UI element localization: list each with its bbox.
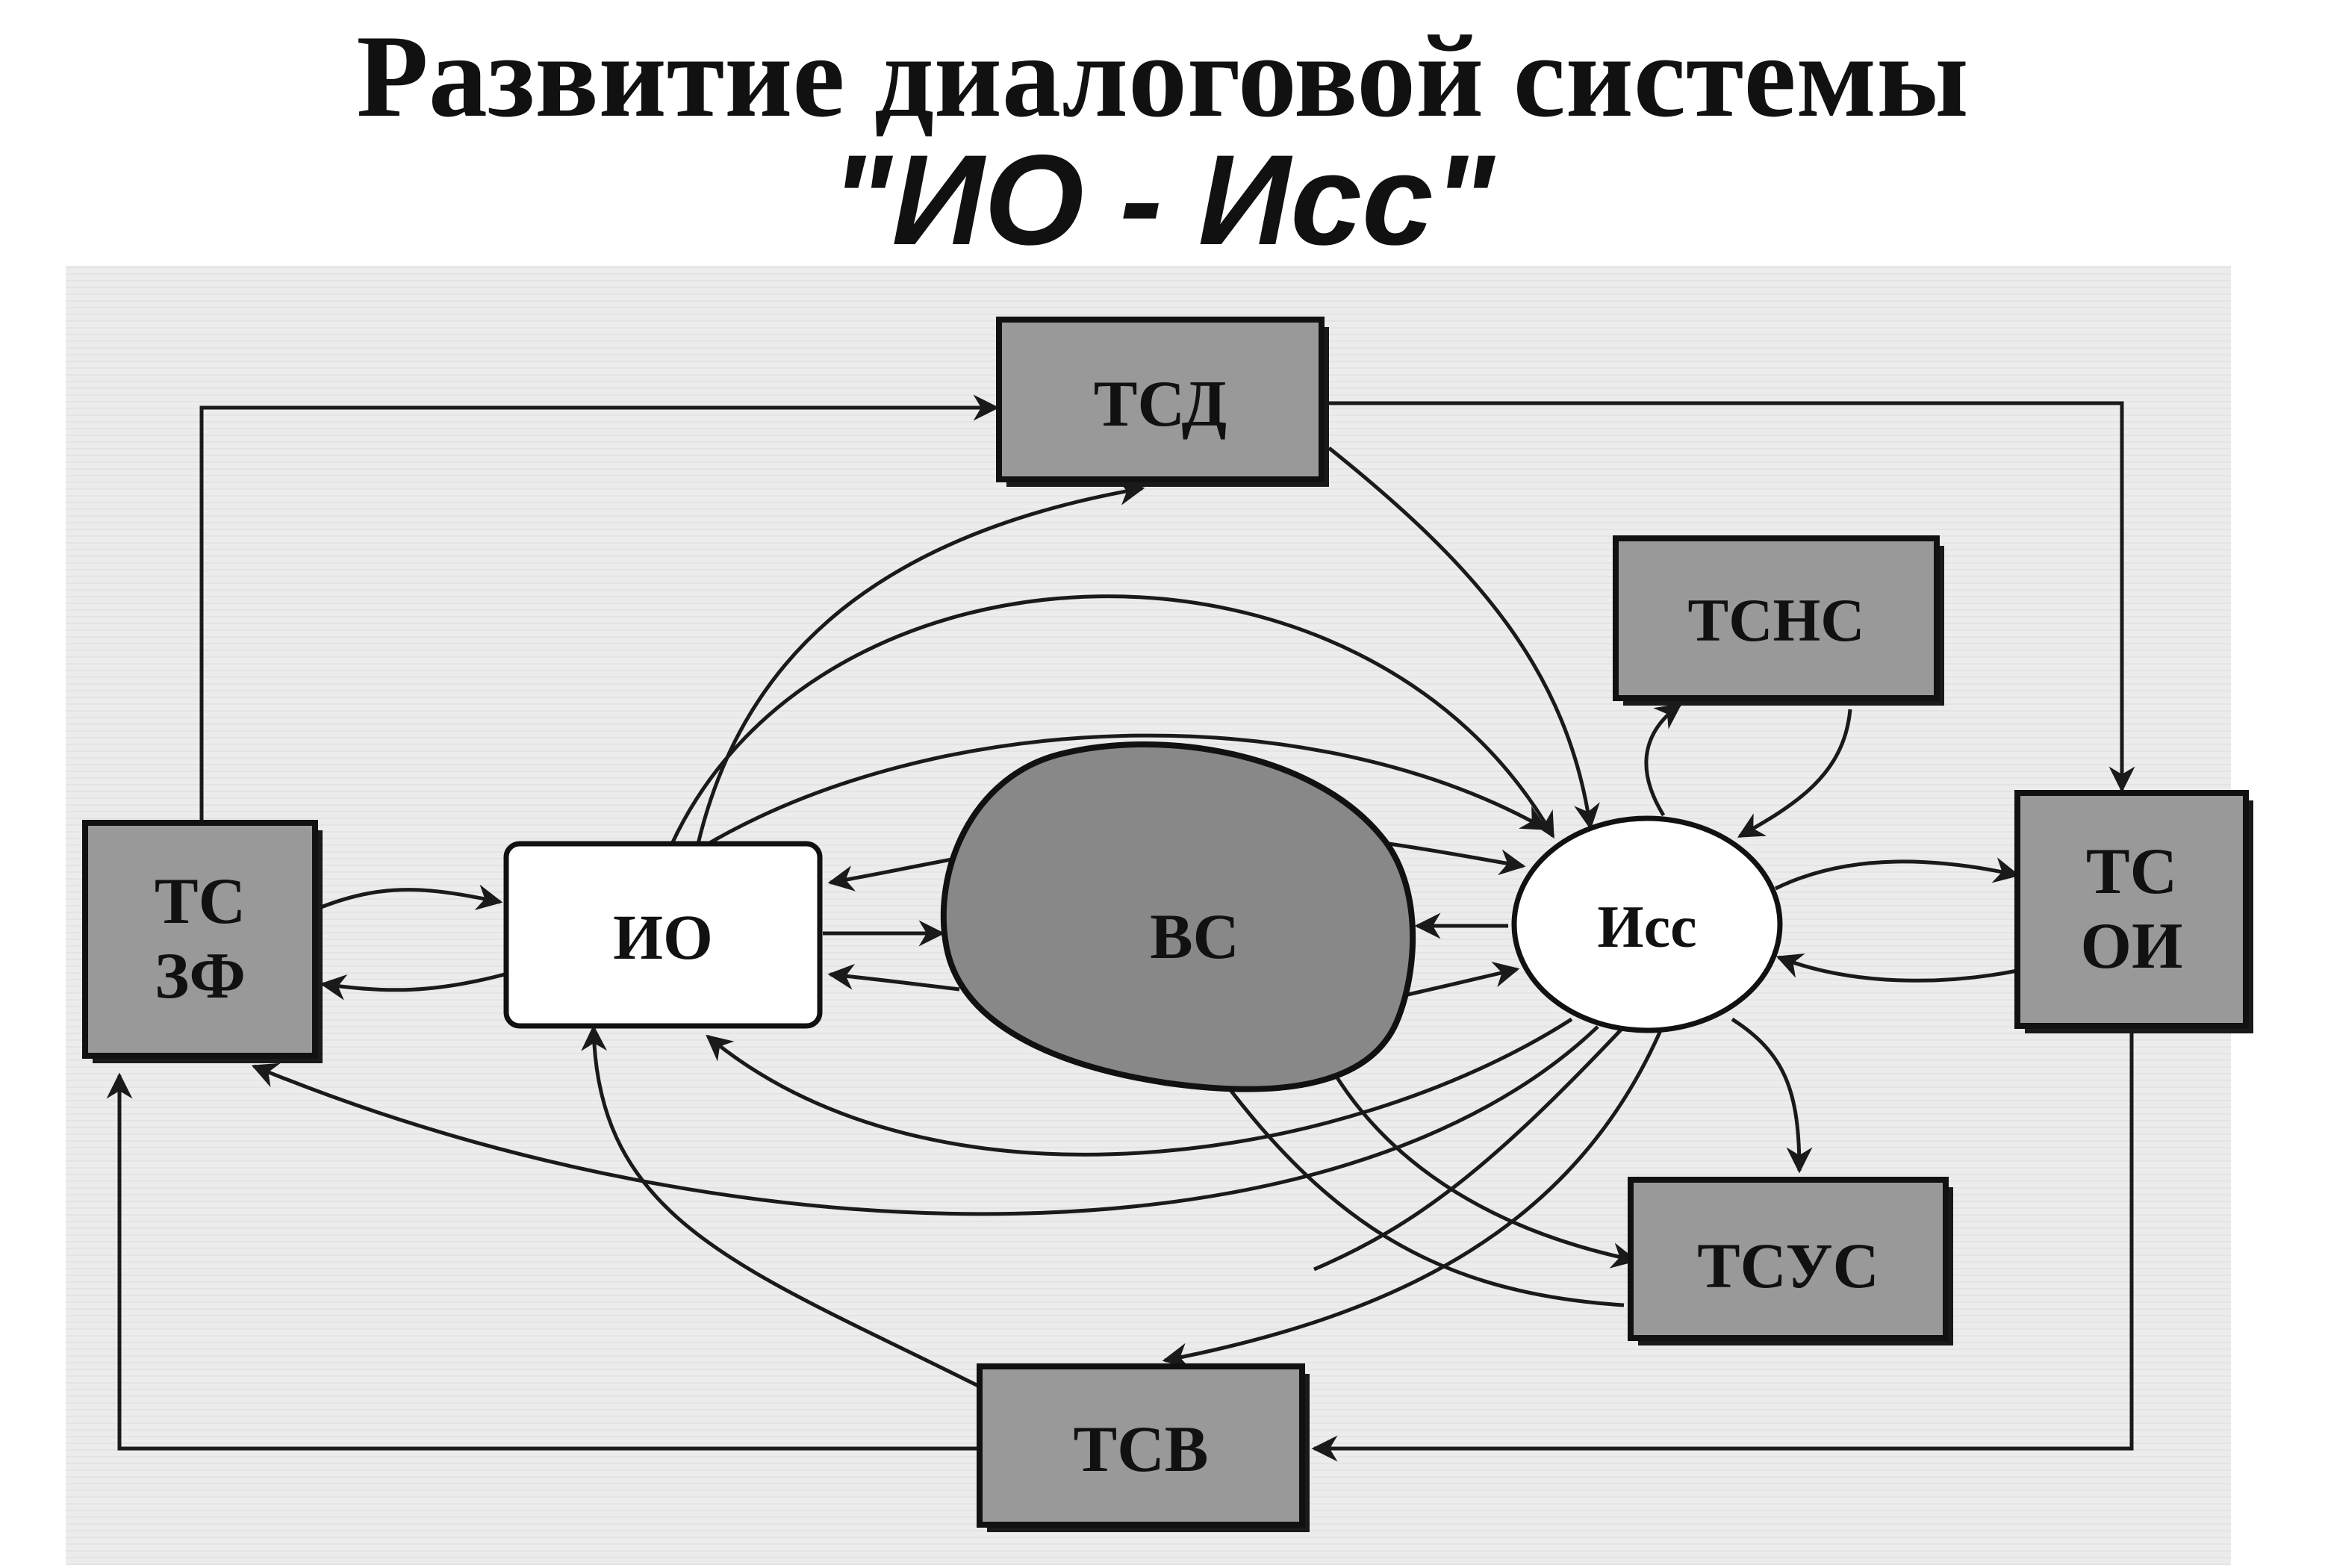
node-iss: Исс	[1511, 815, 1783, 1033]
node-tszf-label-line2: ЗФ	[155, 940, 246, 1012]
node-vs: ВС	[940, 741, 1416, 1092]
node-tszf-label-line1: ТС	[155, 865, 246, 938]
node-io: ИО	[503, 841, 823, 1029]
node-tsoi-label-line2: ОИ	[2081, 910, 2183, 983]
node-tsoi-label-line1: ТС	[2086, 836, 2177, 908]
edge-io-to-tsd	[696, 479, 1145, 844]
node-tsv: ТСВ	[977, 1363, 1310, 1532]
node-tsns: ТСНС	[1613, 535, 1944, 706]
node-tszf: ТС ЗФ	[82, 820, 323, 1063]
title-line-1: Развитие диалоговой системы	[356, 11, 1969, 142]
node-tsoi: ТС ОИ	[2014, 790, 2253, 1033]
edge-iss-to-io-lower	[706, 1017, 1573, 1157]
edge-iss-to-tsus	[1731, 1017, 1813, 1174]
title-line-2: "ИО - Исс"	[830, 128, 1495, 272]
edge-tszf-to-io	[320, 884, 503, 910]
node-vs-label: ВС	[1150, 900, 1239, 972]
edge-iss-to-tsv	[1162, 1027, 1663, 1369]
edge-vs-to-iss-lower	[1397, 962, 1520, 999]
node-tsv-label: ТСВ	[1074, 1413, 1209, 1486]
edge-tsoi-to-tsv	[1311, 1030, 2134, 1462]
edge-iss-to-tsns	[1644, 703, 1682, 817]
node-tsus-label: ТСУС	[1697, 1230, 1879, 1301]
node-tsus: ТСУС	[1628, 1177, 1953, 1345]
edge-tsv-to-tszf	[106, 1072, 982, 1451]
edge-tsoi-to-iss	[1775, 953, 2018, 983]
edge-iss-to-tsoi	[1774, 857, 2020, 891]
edge-vs-to-io-lower	[827, 963, 960, 992]
edge-iss-to-tszf	[251, 1025, 1599, 1216]
node-tsd-label: ТСД	[1094, 368, 1227, 441]
node-iss-label: Исс	[1597, 895, 1696, 960]
edge-io-arc-to-iss	[670, 594, 1555, 845]
edge-tsd-to-tsoi	[1329, 401, 2135, 793]
node-tsns-label: ТСНС	[1688, 586, 1865, 654]
edge-io-to-iss-upper	[700, 733, 1549, 850]
edge-iss-cross-down	[1313, 1025, 1625, 1272]
node-tsd: ТСД	[996, 317, 1329, 487]
edge-tsd-to-iss	[1328, 447, 1600, 830]
node-io-label: ИО	[613, 901, 713, 973]
edge-tsv-to-io	[581, 1024, 989, 1393]
edge-vs-to-iss-upper	[1388, 841, 1526, 876]
edge-tsns-to-iss	[1737, 709, 1852, 839]
edge-vs-to-io-upper	[827, 856, 956, 892]
edge-tszf-to-tsd	[199, 394, 1000, 827]
edge-io-to-tszf	[320, 972, 505, 1001]
